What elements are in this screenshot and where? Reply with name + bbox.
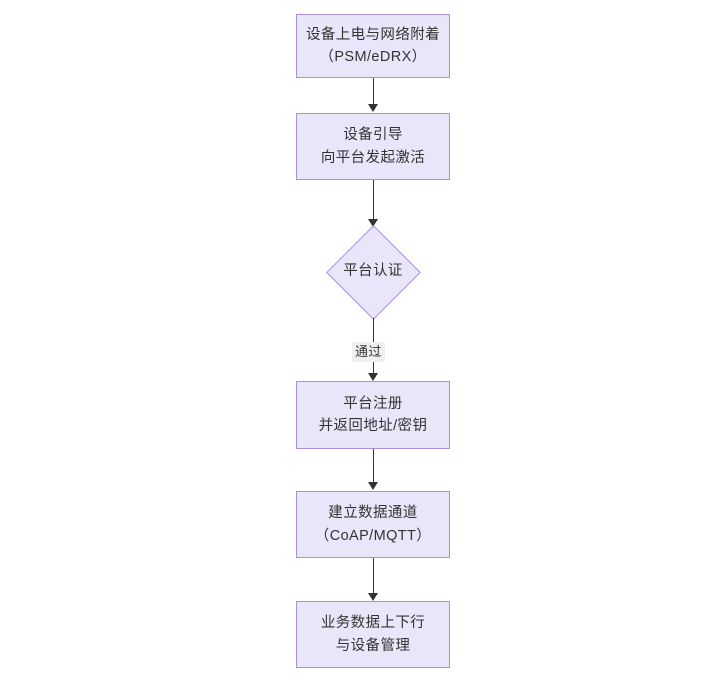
flow-arrowhead-n3-n4 [368, 373, 378, 381]
flow-node-line: 业务数据上下行 [320, 615, 426, 632]
flow-node-device-bootstrap[interactable]: 设备引导 向平台发起激活 [296, 113, 450, 180]
flow-node-platform-auth[interactable]: 平台认证 [325, 224, 421, 320]
flow-node-line: 平台注册 [343, 395, 403, 412]
flow-node-device-power-on[interactable]: 设备上电与网络附着 （PSM/eDRX） [296, 14, 450, 78]
flow-node-data-channel[interactable]: 建立数据通道 （CoAP/MQTT） [296, 491, 450, 558]
flow-node-line: 平台认证 [343, 263, 403, 280]
flow-node-line: 设备引导 [343, 127, 403, 144]
flow-edge-n5-n6 [373, 558, 374, 595]
flow-arrowhead-n1-n2 [368, 104, 378, 112]
flow-arrowhead-n4-n5 [368, 482, 378, 490]
flow-node-line: 向平台发起激活 [320, 149, 426, 166]
flow-node-line: 与设备管理 [335, 637, 411, 654]
flow-edge-n2-n3 [373, 180, 374, 222]
flow-node-line: （PSM/eDRX） [319, 49, 427, 65]
flow-arrowhead-n5-n6 [368, 593, 378, 601]
flow-node-business-data[interactable]: 业务数据上下行 与设备管理 [296, 601, 450, 668]
flow-edge-n1-n2 [373, 78, 374, 105]
flow-arrowhead-n2-n3 [368, 219, 378, 227]
flow-node-line: （CoAP/MQTT） [314, 527, 432, 544]
flow-edge-n4-n5 [373, 449, 374, 484]
flow-node-line: 建立数据通道 [328, 505, 418, 522]
flow-node-platform-register[interactable]: 平台注册 并返回地址/密钥 [296, 381, 450, 449]
flow-node-line: 并返回地址/密钥 [318, 418, 428, 434]
flow-edge-label-pass: 通过 [352, 342, 385, 363]
flow-node-line: 设备上电与网络附着 [305, 26, 441, 43]
